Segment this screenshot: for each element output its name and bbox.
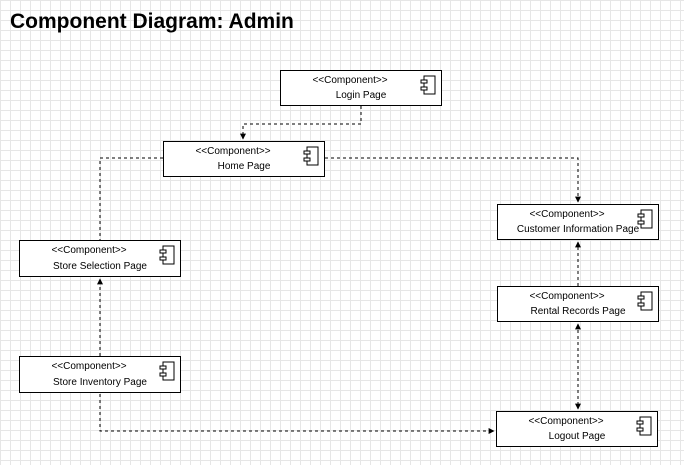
component-name: Store Selection Page [53,261,147,272]
component-name: Logout Page [548,431,606,442]
component-stereotype: <<Component>> [528,416,604,427]
connector-home-to-store-selection [99,157,163,240]
component-store-inventory-page[interactable]: <<Component>> Store Inventory Page [19,356,181,393]
component-rental-records-page[interactable]: <<Component>> Rental Records Page [497,286,659,322]
component-icon [637,209,653,229]
component-name: Customer Information Page [516,224,640,235]
component-stereotype: <<Component>> [312,75,388,86]
component-login-page[interactable]: <<Component>> Login Page [280,70,442,106]
component-stereotype: <<Component>> [51,245,127,256]
component-customer-information-page[interactable]: <<Component>> Customer Information Page [497,204,659,240]
component-name: Rental Records Page [530,306,626,317]
connector-login-to-home [240,106,362,140]
component-icon [636,416,652,436]
component-name: Login Page [335,90,387,101]
component-stereotype: <<Component>> [529,291,605,302]
component-icon [159,361,175,381]
component-name: Home Page [217,161,271,172]
component-store-selection-page[interactable]: <<Component>> Store Selection Page [19,240,181,277]
component-stereotype: <<Component>> [51,361,127,372]
component-icon [637,291,653,311]
component-stereotype: <<Component>> [529,209,605,220]
component-home-page[interactable]: <<Component>> Home Page [163,141,325,177]
component-icon [420,75,436,95]
component-icon [159,245,175,265]
component-logout-page[interactable]: <<Component>> Logout Page [496,411,658,447]
component-name: Store Inventory Page [53,377,147,388]
diagram-title: Component Diagram: Admin [10,10,294,33]
connector-store-inventory-to-logout [99,394,495,434]
component-icon [303,146,319,166]
component-stereotype: <<Component>> [195,146,271,157]
connector-home-to-customer [325,157,581,203]
